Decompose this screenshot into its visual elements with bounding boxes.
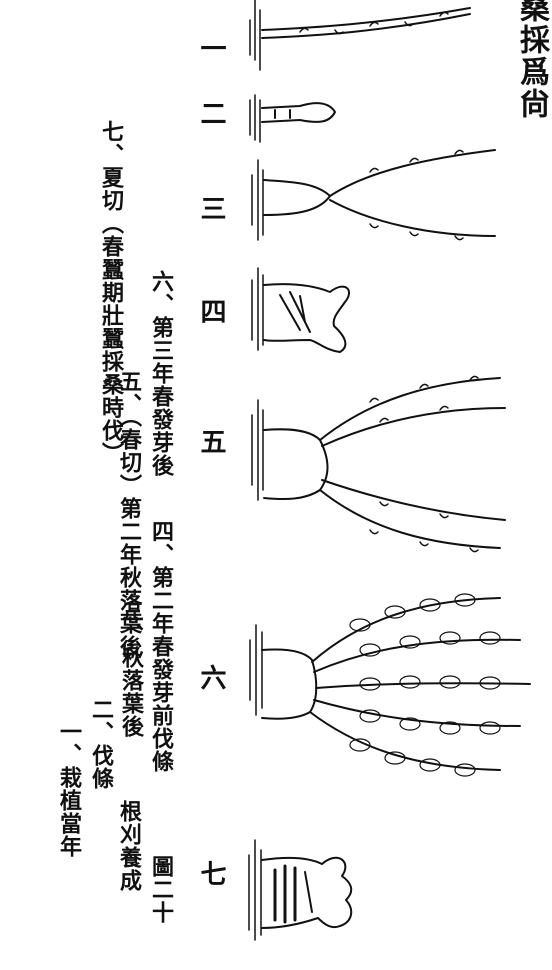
ground-lines <box>249 0 263 940</box>
tree-stage-5 <box>264 376 505 551</box>
tree-stage-6 <box>262 594 530 776</box>
tree-stage-7 <box>262 858 351 928</box>
tree-stage-1 <box>262 8 470 38</box>
tree-stage-3 <box>264 150 495 240</box>
tree-stage-2 <box>262 103 335 122</box>
tree-stage-4 <box>264 284 349 352</box>
